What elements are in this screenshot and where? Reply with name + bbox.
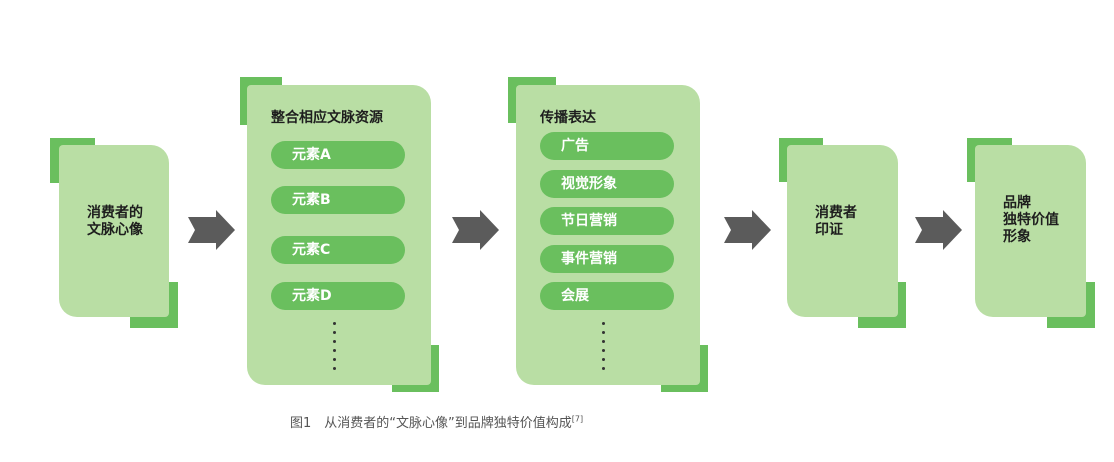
arrow-right-icon [452,210,499,250]
ellipsis-dots [333,322,337,376]
communication-panel: 传播表达 广告 视觉形象 节日营销 事件营销 会展 [516,85,700,385]
mental-image-label: 消费者的 文脉心像 [87,205,143,238]
consumer-verification-label: 消费者 印证 [815,205,857,238]
element-pill-b: 元素B [271,186,405,214]
mental-image-box: 消费者的 文脉心像 [59,145,169,317]
context-resources-panel: 整合相应文脉资源 元素A 元素B 元素C 元素D [247,85,431,385]
figure-reference: [7] [571,414,584,424]
arrow-right-icon [724,210,771,250]
channel-pill-event-marketing: 事件营销 [540,245,674,273]
element-pill-d: 元素D [271,282,405,310]
channel-pill-exhibition: 会展 [540,282,674,310]
channel-pill-advertising: 广告 [540,132,674,160]
brand-image-label: 品牌 独特价值 形象 [1003,195,1059,245]
ellipsis-dots [602,322,606,376]
brand-image-box: 品牌 独特价值 形象 [975,145,1086,317]
arrow-right-icon [188,210,235,250]
consumer-verification-box: 消费者 印证 [787,145,898,317]
arrow-right-icon [915,210,962,250]
channel-pill-holiday-marketing: 节日营销 [540,207,674,235]
figure-caption-text: 图1 从消费者的“文脉心像”到品牌独特价值构成 [290,416,572,431]
figure-caption: 图1 从消费者的“文脉心像”到品牌独特价值构成[7] [290,412,583,431]
panel2-title: 传播表达 [540,110,596,126]
panel1-title: 整合相应文脉资源 [271,110,383,126]
channel-pill-visual-identity: 视觉形象 [540,170,674,198]
element-pill-a: 元素A [271,141,405,169]
element-pill-c: 元素C [271,236,405,264]
